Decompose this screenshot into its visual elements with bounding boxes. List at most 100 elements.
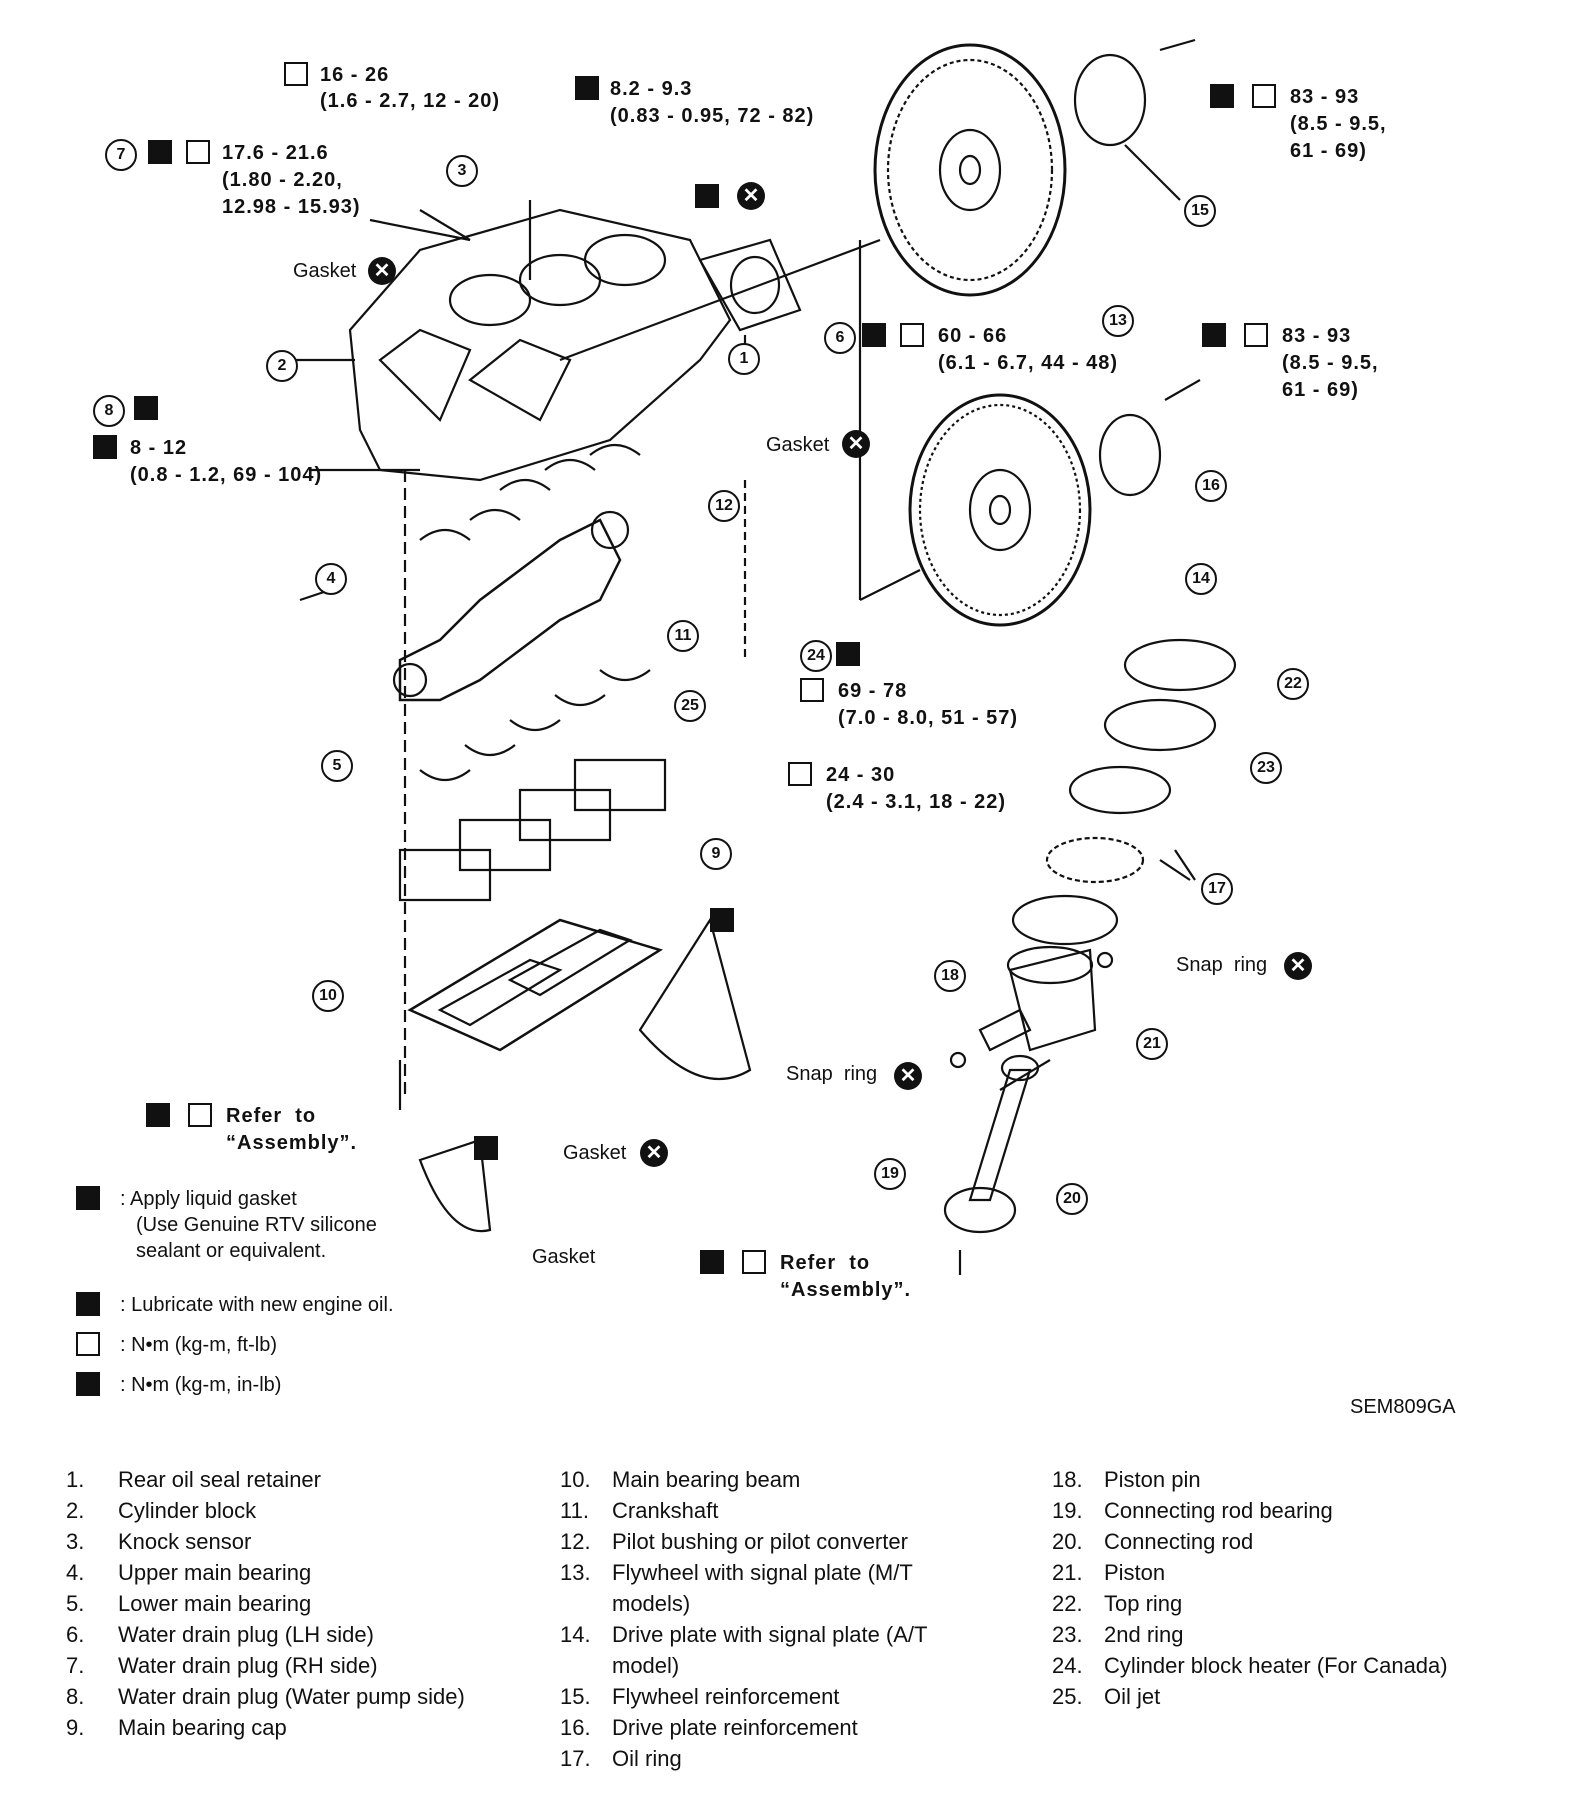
parts-list-text: Cylinder block heater (For Canada) [1104, 1653, 1448, 1678]
parts-list-item: 3. Knock sensor [66, 1526, 498, 1557]
x-replace-icon: ✕ [842, 430, 870, 458]
torque-83-93-mid-l3: 61 - 69) [1282, 379, 1359, 401]
torque-8-12: 8 - 12 [130, 437, 188, 459]
callout-2: 2 [266, 350, 298, 382]
parts-list-item: 4.Upper main bearing [66, 1557, 498, 1588]
torque-83-93-mid: 83 - 93 [1282, 325, 1352, 347]
callout-10: 10 [312, 980, 344, 1012]
oil-can-icon [1210, 84, 1234, 108]
assembly-label: “Assembly”. [780, 1279, 912, 1301]
torque-wrench-inlb-icon [93, 435, 117, 459]
parts-list-number: 25. [1052, 1684, 1083, 1709]
torque-wrench-icon [1244, 323, 1268, 347]
parts-list-item: 21. Piston [1052, 1557, 1484, 1588]
liquid-gasket-icon [862, 323, 886, 347]
torque-17-6: 17.6 - 21.6 [222, 142, 329, 164]
torque-16-26-units: (1.6 - 2.7, 12 - 20) [320, 90, 501, 112]
parts-list-text: 2nd ring [1104, 1622, 1184, 1647]
parts-list-text: Connecting rod [1104, 1529, 1254, 1554]
parts-list-text: Upper main bearing [118, 1560, 312, 1585]
parts-list-number: 3. [66, 1529, 85, 1554]
legend-liquid-gasket-l2: (Use Genuine RTV silicone [136, 1214, 377, 1236]
parts-list-item: 6.Water drain plug (LH side) [66, 1619, 498, 1650]
gasket-label: Gasket [766, 434, 830, 456]
parts-list-item: 8.Water drain plug (Water pump side) [66, 1681, 498, 1712]
callout-16: 16 [1195, 470, 1227, 502]
parts-list-number: 8. [66, 1684, 85, 1709]
callout-9: 9 [700, 838, 732, 870]
x-replace-icon: ✕ [894, 1062, 922, 1090]
callout-4: 4 [315, 563, 347, 595]
parts-list-text: Knock sensor [118, 1529, 252, 1554]
gasket-label: Gasket [293, 260, 357, 282]
callout-22: 22 [1277, 668, 1309, 700]
x-replace-icon: ✕ [368, 257, 396, 285]
callout-1: 1 [728, 343, 760, 375]
liquid-gasket-icon [134, 396, 158, 420]
parts-list-number: 18. [1052, 1467, 1083, 1492]
parts-list-text: Piston [1104, 1560, 1166, 1585]
x-replace-icon: ✕ [1284, 952, 1312, 980]
torque-24-30-units: (2.4 - 3.1, 18 - 22) [826, 791, 1007, 813]
parts-list-item: 11. Crankshaft [560, 1495, 992, 1526]
parts-list-item: 19.Connecting rod bearing [1052, 1495, 1484, 1526]
assembly-label: “Assembly”. [226, 1132, 358, 1154]
parts-list-item: 15.Flywheel reinforcement [560, 1681, 992, 1712]
parts-list-text: Piston pin [1104, 1467, 1201, 1492]
callout-7: 7 [105, 139, 137, 171]
parts-list-text: Rear oil seal retainer [118, 1467, 321, 1492]
parts-list-item: 18. Piston pin [1052, 1464, 1484, 1495]
torque-8-2-units: (0.83 - 0.95, 72 - 82) [610, 105, 815, 127]
torque-83-93-top-l3: 61 - 69) [1290, 140, 1367, 162]
x-replace-icon: ✕ [640, 1139, 668, 1167]
parts-list-number: 13. [560, 1560, 591, 1585]
parts-list-number: 20. [1052, 1529, 1083, 1554]
parts-list-text: Crankshaft [612, 1498, 719, 1523]
torque-wrench-icon [76, 1332, 100, 1356]
torque-17-6-l2: (1.80 - 2.20, [222, 169, 343, 191]
parts-list-number: 24. [1052, 1653, 1083, 1678]
parts-list-number: 1. [66, 1467, 85, 1492]
parts-list-number: 11. [560, 1498, 589, 1523]
parts-list-text: Connecting rod bearing [1104, 1498, 1333, 1523]
refer-to-label: Refer to [226, 1105, 317, 1127]
torque-8-12-units: (0.8 - 1.2, 69 - 104) [130, 464, 323, 486]
torque-60-66-units: (6.1 - 6.7, 44 - 48) [938, 352, 1119, 374]
oil-can-icon [1202, 323, 1226, 347]
parts-list-item: 2.Cylinder block [66, 1495, 498, 1526]
parts-list-text: Water drain plug (LH side) [118, 1622, 374, 1647]
parts-list-item: 5.Lower main bearing [66, 1588, 498, 1619]
callout-21: 21 [1136, 1028, 1168, 1060]
parts-list-number: 7. [66, 1653, 85, 1678]
torque-wrench-icon [188, 1103, 212, 1127]
parts-list-number: 21. [1052, 1560, 1083, 1585]
callout-12: 12 [708, 490, 740, 522]
legend-liquid-gasket: : Apply liquid gasket [120, 1188, 297, 1210]
torque-83-93-top-l2: (8.5 - 9.5, [1290, 113, 1387, 135]
callout-13: 13 [1102, 305, 1134, 337]
torque-69-78-units: (7.0 - 8.0, 51 - 57) [838, 707, 1019, 729]
parts-list-item: 20. Connecting rod [1052, 1526, 1484, 1557]
liquid-gasket-icon [710, 908, 734, 932]
parts-list-text: Pilot bushing or pilot converter [612, 1529, 908, 1554]
parts-list-item: 22.Top ring [1052, 1588, 1484, 1619]
parts-list-number: 5. [66, 1591, 85, 1616]
torque-wrench-icon [1252, 84, 1276, 108]
oil-can-icon [146, 1103, 170, 1127]
parts-list-item: 16.Drive plate reinforcement [560, 1712, 992, 1743]
legend-nm-ftlb: : N•m (kg-m, ft-lb) [120, 1334, 277, 1356]
parts-list-number: 12. [560, 1529, 591, 1554]
callout-8: 8 [93, 395, 125, 427]
torque-69-78: 69 - 78 [838, 680, 908, 702]
parts-list-number: 17. [560, 1746, 591, 1771]
torque-83-93-top: 83 - 93 [1290, 86, 1360, 108]
callout-11: 11 [667, 620, 699, 652]
liquid-gasket-icon [148, 140, 172, 164]
callout-25: 25 [674, 690, 706, 722]
torque-60-66: 60 - 66 [938, 325, 1008, 347]
callout-3: 3 [446, 155, 478, 187]
callout-23: 23 [1250, 752, 1282, 784]
parts-list-text: Drive plate with signal plate (A/T model… [612, 1622, 928, 1678]
